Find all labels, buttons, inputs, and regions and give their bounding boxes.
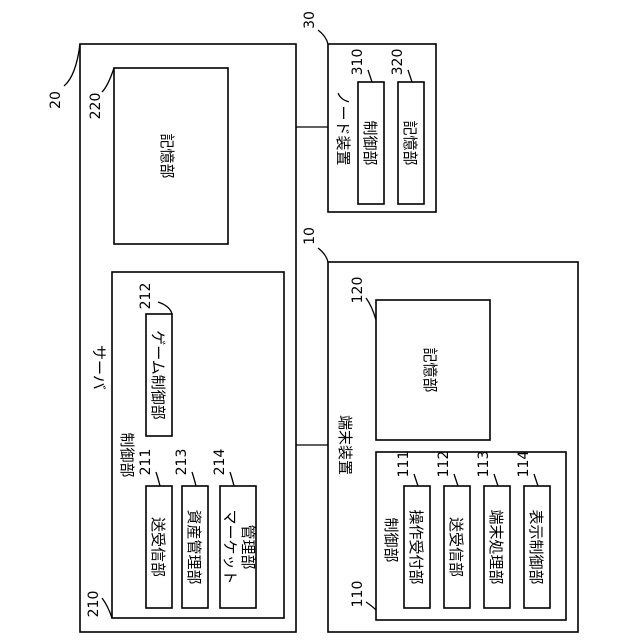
server-control-label: 制御部 (118, 432, 136, 477)
node-label: ノード装置 (334, 90, 352, 165)
terminal-storage-ref: 120 (350, 277, 366, 304)
server-leader (64, 44, 80, 86)
node-storage-label: 記憶部 (401, 120, 419, 165)
terminal-block: 端末装置 10 記憶部 120 制御部 110 操作受付部 111 送受信部 1… (302, 227, 578, 632)
node-leader (318, 30, 328, 44)
terminal-ref: 10 (302, 227, 318, 245)
node-ref: 30 (302, 11, 318, 29)
node-control-ref: 310 (350, 49, 366, 76)
server-control-ref: 210 (86, 591, 102, 618)
terminal-transceiver-label: 送受信部 (447, 517, 465, 577)
asset-mgmt-label: 資産管理部 (185, 509, 203, 584)
market-mgmt-label-2: 管理部 (239, 524, 257, 569)
market-mgmt-ref: 214 (212, 449, 228, 476)
node-block: ノード装置 30 制御部 310 記憶部 320 (302, 11, 436, 212)
terminal-control-ref: 110 (350, 581, 366, 608)
market-mgmt-label-1: マーケット (221, 509, 239, 584)
server-transceiver-label: 送受信部 (149, 517, 167, 577)
asset-mgmt-ref: 213 (174, 449, 190, 476)
term-proc-label: 端末処理部 (487, 509, 505, 584)
terminal-transceiver-ref: 112 (436, 451, 452, 478)
term-proc-ref: 113 (476, 451, 492, 478)
op-accept-label: 操作受付部 (407, 509, 425, 584)
server-storage-ref: 220 (88, 93, 104, 120)
server-storage-label: 記憶部 (158, 133, 176, 178)
server-label: サーバ (90, 345, 108, 390)
server-ref: 20 (48, 91, 64, 109)
terminal-label: 端末装置 (336, 415, 354, 475)
server-transceiver-ref: 211 (138, 449, 154, 476)
display-ctrl-ref: 114 (516, 451, 532, 478)
terminal-storage-label: 記憶部 (421, 347, 439, 392)
terminal-leader (318, 248, 328, 262)
display-ctrl-label: 表示制御部 (527, 509, 545, 584)
server-block: サーバ 20 記憶部 220 制御部 210 ゲーム制御部 212 送受信部 2… (48, 44, 296, 632)
terminal-control-label: 制御部 (382, 517, 400, 562)
node-storage-ref: 320 (390, 49, 406, 76)
game-control-label: ゲーム制御部 (149, 330, 167, 420)
node-control-label: 制御部 (361, 120, 379, 165)
op-accept-ref: 111 (396, 451, 412, 478)
game-control-ref: 212 (138, 283, 154, 310)
